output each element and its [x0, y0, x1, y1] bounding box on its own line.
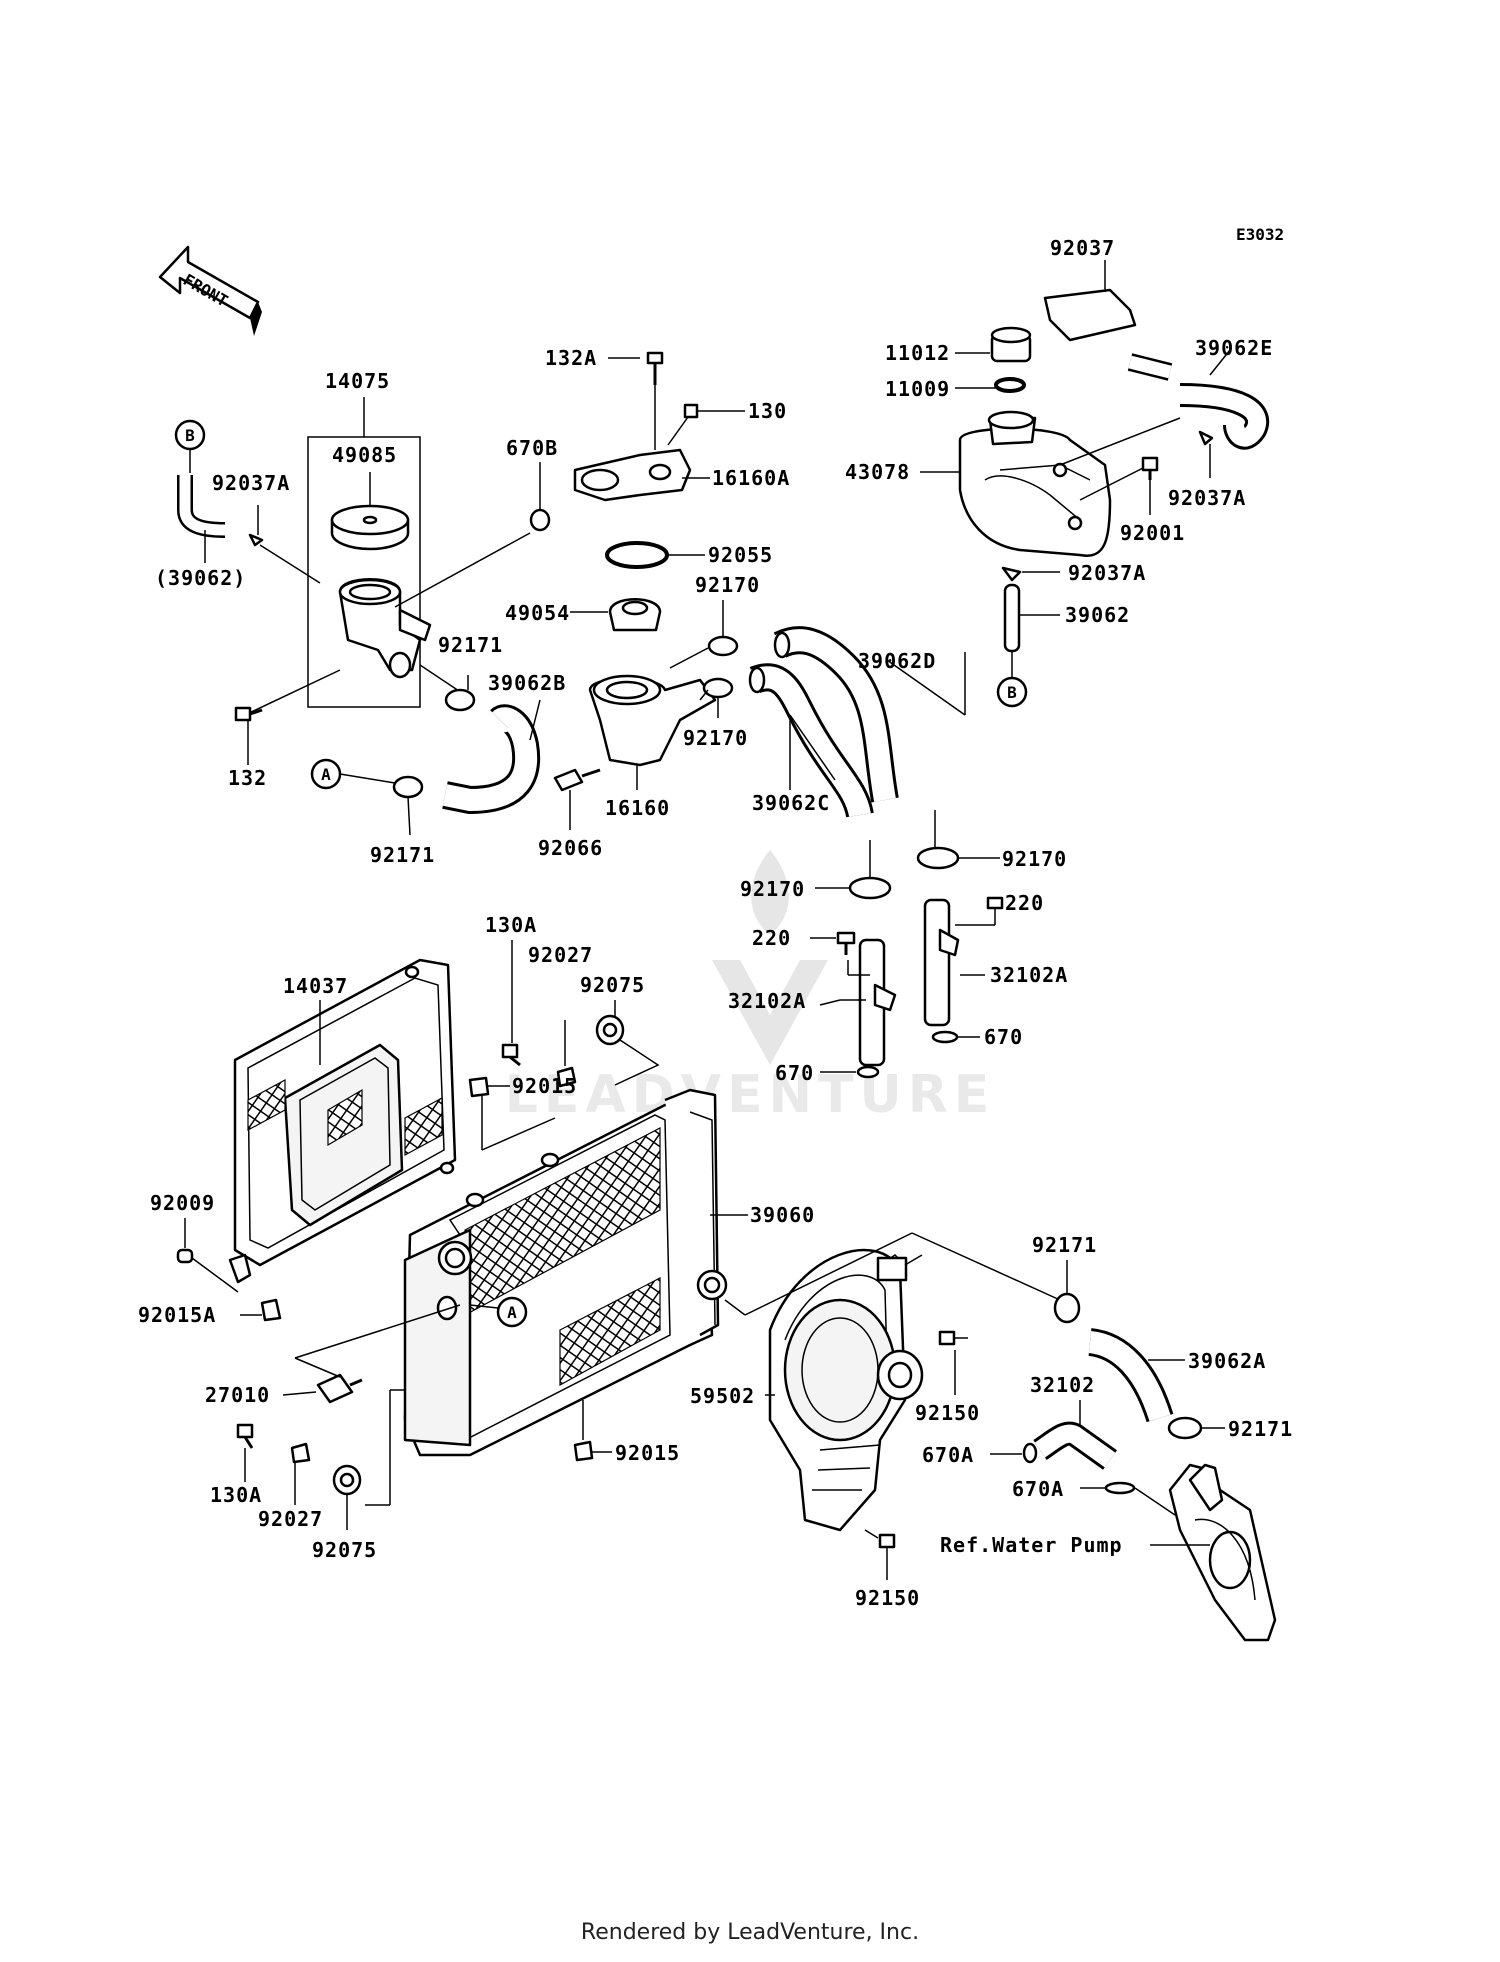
svg-text:A: A [321, 765, 331, 784]
filler-neck-group [244, 397, 551, 716]
reservoir-tank [958, 427, 1112, 557]
label-11012: 11012 [885, 341, 950, 365]
label-92037: 92037 [1050, 236, 1115, 260]
label-130a-top: 130A [485, 913, 537, 937]
label-670-right: 670 [984, 1025, 1023, 1049]
label-92150-a: 92150 [915, 1401, 980, 1425]
label-39060: 39060 [750, 1203, 815, 1227]
label-14037: 14037 [283, 974, 348, 998]
label-92027-bottom: 92027 [258, 1507, 323, 1531]
label-39062d: 39062D [858, 649, 936, 673]
label-92009: 92009 [150, 1191, 215, 1215]
svg-text:B: B [1007, 683, 1017, 702]
hose-39062-left: B [174, 419, 264, 563]
label-670a-a: 670A [922, 1443, 974, 1467]
label-39062-paren: (39062) [155, 566, 246, 590]
label-92075-top: 92075 [580, 973, 645, 997]
hoses-39062c-d [748, 626, 1000, 900]
front-arrow: FRONT [158, 245, 262, 336]
label-39062a: 39062A [1188, 1349, 1266, 1373]
label-220-b: 220 [752, 926, 791, 950]
hose-39062b: A [310, 675, 541, 836]
label-130: 130 [748, 399, 787, 423]
label-92055: 92055 [708, 543, 773, 567]
watermark: LEADVENTURE [505, 850, 996, 1125]
label-132a: 132A [545, 346, 597, 370]
label-132: 132 [228, 766, 267, 790]
label-11009: 11009 [885, 377, 950, 401]
pipes-32102a [810, 896, 1004, 1079]
oring-92055 [605, 541, 669, 569]
label-92015a: 92015A [138, 1303, 216, 1327]
thermostat-group [553, 351, 745, 830]
label-92170-c: 92170 [1002, 847, 1067, 871]
diagram-code: E3032 [1236, 225, 1284, 244]
callout-b-left [174, 419, 206, 451]
fan-assembly [765, 1248, 968, 1580]
label-670a-b: 670A [1012, 1477, 1064, 1501]
label-32102a-left: 32102A [728, 989, 806, 1013]
callout-b-right [996, 676, 1028, 708]
label-32102: 32102 [1030, 1373, 1095, 1397]
label-32102a-right: 32102A [990, 963, 1068, 987]
label-92037a-right: 92037A [1168, 486, 1246, 510]
label-670b: 670B [506, 436, 558, 460]
svg-text:B: B [185, 426, 195, 445]
label-92037a-lower: 92037A [1068, 561, 1146, 585]
part-labels: 14075 49085 670B 92037A (39062) 92171 13… [138, 236, 1293, 1610]
label-16160: 16160 [605, 796, 670, 820]
label-59502: 59502 [690, 1384, 755, 1408]
label-92037a-left: 92037A [212, 471, 290, 495]
callout-a-bottom [496, 1296, 528, 1328]
pump-hose-group [990, 1260, 1277, 1642]
label-92170-d: 92170 [740, 877, 805, 901]
label-220-a: 220 [1005, 891, 1044, 915]
label-39062: 39062 [1065, 603, 1130, 627]
label-43078: 43078 [845, 460, 910, 484]
label-92171-b: 92171 [370, 843, 435, 867]
label-92027-top: 92027 [528, 943, 593, 967]
label-92001: 92001 [1120, 521, 1185, 545]
oring-670b [529, 508, 551, 532]
bracket-92037 [1043, 288, 1137, 342]
label-670-left: 670 [775, 1061, 814, 1085]
watermark-text: LEADVENTURE [505, 1065, 996, 1125]
footer-credit: Rendered by LeadVenture, Inc. [580, 1920, 920, 1945]
label-14075: 14075 [325, 369, 390, 393]
label-16160a: 16160A [712, 466, 790, 490]
label-27010: 27010 [205, 1383, 270, 1407]
reservoir-group: B [920, 260, 1269, 708]
connector-line [724, 1299, 746, 1316]
label-39062e: 39062E [1195, 336, 1273, 360]
label-ref-water-pump: Ref.Water Pump [940, 1533, 1123, 1557]
radiator: A [236, 940, 748, 1530]
label-92171-d: 92171 [1228, 1417, 1293, 1441]
label-92075-bottom: 92075 [312, 1538, 377, 1562]
label-49085: 49085 [332, 443, 397, 467]
label-39062b: 39062B [488, 671, 566, 695]
label-92066: 92066 [538, 836, 603, 860]
label-92150-b: 92150 [855, 1586, 920, 1610]
bolt-132 [234, 706, 263, 765]
label-92015-bottom: 92015 [615, 1441, 680, 1465]
label-92015-top: 92015 [512, 1074, 577, 1098]
label-49054: 49054 [505, 601, 570, 625]
label-92170-a: 92170 [695, 573, 760, 597]
svg-text:A: A [507, 1303, 517, 1322]
label-92171-c: 92171 [1032, 1233, 1097, 1257]
label-130a-bottom: 130A [210, 1483, 262, 1507]
label-39062c: 39062C [752, 791, 830, 815]
label-92170-b: 92170 [683, 726, 748, 750]
radiator-shroud [176, 958, 457, 1322]
label-92171-a: 92171 [438, 633, 503, 657]
